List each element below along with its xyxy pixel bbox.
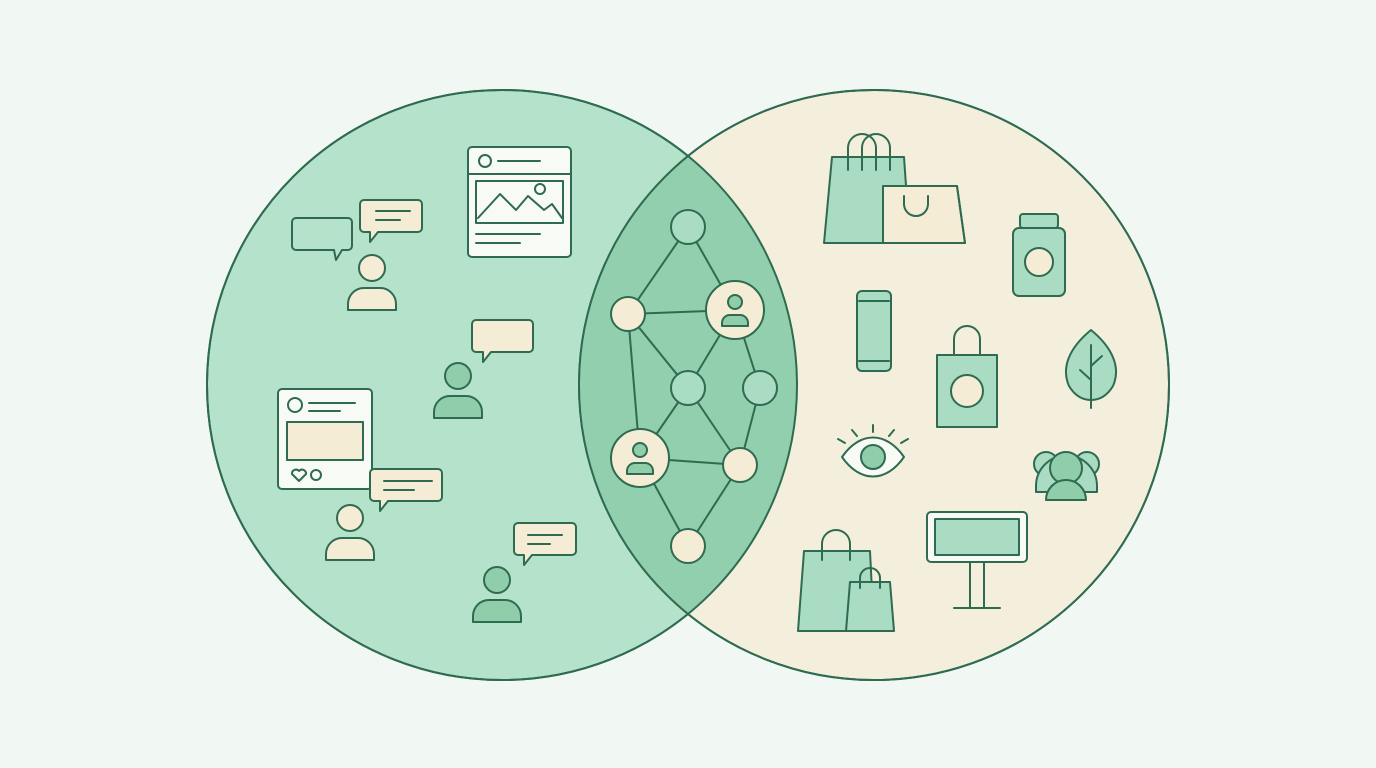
network-node-icon xyxy=(742,370,778,406)
group-icon xyxy=(1033,451,1100,501)
image-post-icon xyxy=(467,146,572,258)
can-icon xyxy=(856,290,892,372)
shopping-bag-icon xyxy=(882,185,966,244)
shopping-bag-icon xyxy=(845,567,895,632)
chat-bubble-icon xyxy=(291,217,353,261)
user-node-icon xyxy=(610,428,670,488)
user-icon xyxy=(472,566,522,623)
eye-icon xyxy=(837,424,909,478)
chat-bubble-icon xyxy=(513,522,577,566)
social-post-icon xyxy=(277,388,373,490)
shopping-bag-icon xyxy=(936,325,998,428)
billboard-icon xyxy=(926,511,1028,609)
user-icon xyxy=(347,254,397,311)
network-node-icon xyxy=(610,296,646,332)
network-node-icon xyxy=(670,370,706,406)
right-circle-outline xyxy=(578,89,1170,681)
user-icon xyxy=(433,362,483,419)
network-node-icon xyxy=(670,528,706,564)
chat-bubble-icon xyxy=(359,199,423,243)
user-icon xyxy=(325,504,375,561)
chat-bubble-icon xyxy=(471,319,534,363)
network-node-icon xyxy=(670,209,706,245)
jar-icon xyxy=(1012,213,1066,297)
leaf-icon xyxy=(1065,329,1117,409)
user-node-icon xyxy=(705,280,765,340)
network-node-icon xyxy=(722,447,758,483)
left-circle-outline xyxy=(206,89,798,681)
overlap-region xyxy=(579,90,797,680)
chat-bubble-icon xyxy=(369,468,443,512)
